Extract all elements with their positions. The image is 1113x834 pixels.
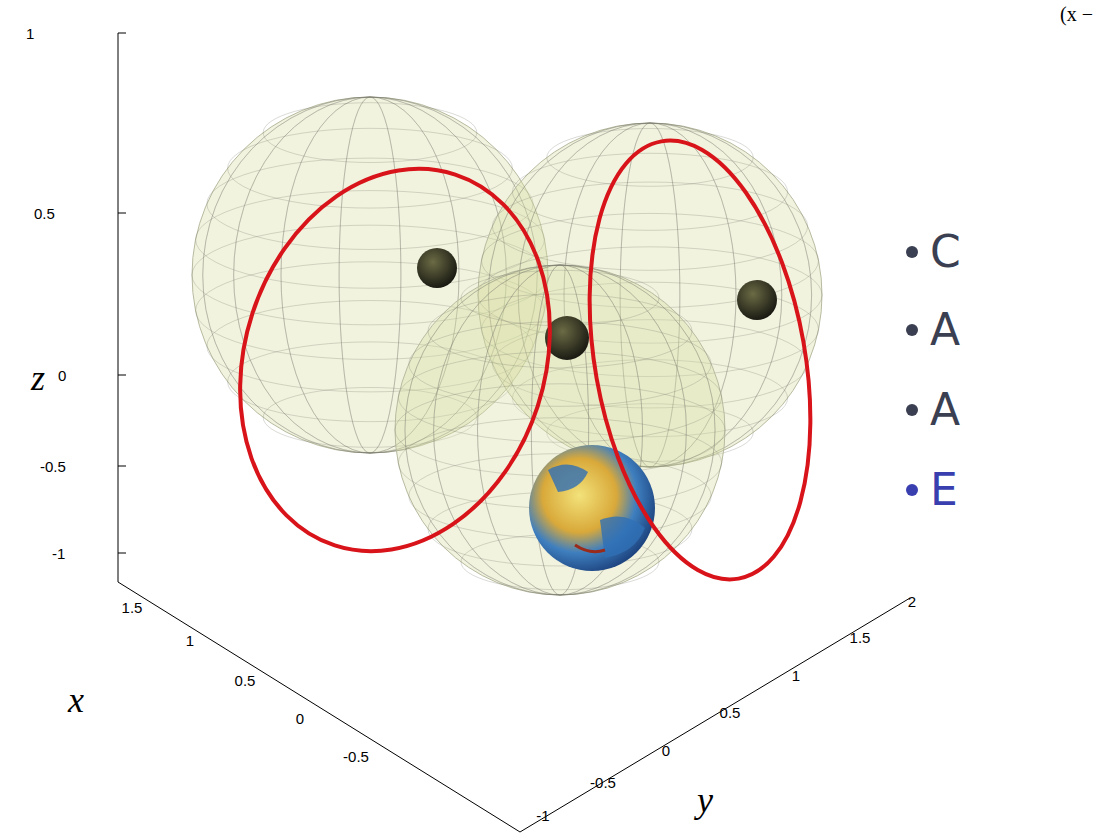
- tick-label: -0.5: [590, 775, 616, 790]
- transparent-sphere: [395, 265, 725, 595]
- sphere-meridian: [434, 265, 687, 595]
- bullet-text: C: [930, 230, 961, 274]
- sphere-parallel: [428, 294, 692, 368]
- sphere-parallel: [207, 158, 533, 249]
- sphere-meridian: [434, 265, 687, 595]
- sphere-shell: [395, 265, 725, 595]
- sphere-parallel: [398, 352, 721, 443]
- plot-axes: [118, 33, 910, 832]
- bullet-text: A: [930, 388, 960, 432]
- sphere-parallel: [492, 182, 807, 270]
- tick-label: 0.5: [34, 206, 55, 221]
- tick-label: 1: [792, 668, 800, 683]
- tick-label: -0.5: [343, 749, 369, 764]
- tick-label: 1: [26, 26, 34, 41]
- sphere-meridian: [339, 97, 401, 453]
- satellite-ball: [417, 248, 457, 288]
- tick-label: 2: [908, 594, 916, 609]
- tick-label: 0: [662, 743, 670, 758]
- axis-label: z: [31, 360, 45, 396]
- tick-label: 1.5: [850, 630, 871, 645]
- intersection-circle: [192, 128, 598, 592]
- tick-label: -1: [536, 808, 549, 823]
- tick-label: 1.5: [122, 600, 143, 615]
- intersection-circle: [558, 123, 842, 597]
- bullet-text: A: [930, 308, 960, 352]
- tick-label: 0: [58, 368, 66, 383]
- tick-label: 0: [296, 711, 304, 726]
- sphere-parallel: [547, 129, 753, 187]
- bullet-dot: [906, 484, 918, 496]
- axis-label: x: [68, 682, 84, 718]
- sphere-parallel: [228, 128, 513, 208]
- axis-label: y: [697, 782, 713, 818]
- sphere-meridian: [339, 97, 401, 453]
- tick-label: 0.5: [720, 705, 741, 720]
- tick-label: 1: [186, 633, 194, 648]
- earth-globe: [529, 445, 655, 571]
- bullet-dots: [906, 246, 918, 416]
- formula-fragment: (x −: [1060, 4, 1093, 24]
- tick-label: -1: [52, 546, 65, 561]
- satellite-ball: [737, 280, 777, 320]
- tick-label: 0.5: [235, 673, 256, 688]
- sphere-parallel: [263, 103, 477, 163]
- bullet-text: E: [930, 468, 958, 512]
- tick-label: -0.5: [40, 459, 66, 474]
